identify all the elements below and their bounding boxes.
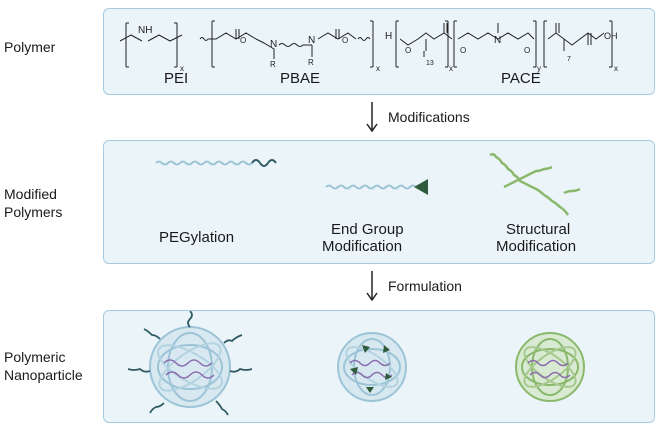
nanoparticle-panel xyxy=(103,310,655,423)
pei-nh-label: NH xyxy=(138,25,152,36)
pegylation-label: PEGylation xyxy=(159,229,235,246)
structural-nanoparticle xyxy=(515,332,585,402)
row-label-modified-line1: Modified xyxy=(4,186,57,202)
pbae-n-label-1: N xyxy=(270,39,277,50)
row-label-modified-line2: Polymers xyxy=(4,204,63,220)
structural-polymer xyxy=(489,153,581,216)
pace-o-label-2: O xyxy=(460,46,466,55)
end-group-polymer xyxy=(325,179,428,195)
pace-h-label: H xyxy=(385,31,392,42)
pace-o-label-3: O xyxy=(524,46,530,55)
row-label-nanoparticle-line1: Polymeric xyxy=(4,349,66,365)
pace-subscript-x-1: x xyxy=(449,64,453,73)
pace-n-label: N xyxy=(494,35,501,46)
pbae-subscript: x xyxy=(376,64,380,73)
pegylated-nanoparticle xyxy=(127,311,253,416)
pei-structure: NH x xyxy=(119,22,184,73)
pace-oh-label: OH xyxy=(604,31,618,41)
pace-structure: H O O N O 13 7 OH x y x xyxy=(385,20,618,73)
pbae-structure: O N N R R O x xyxy=(199,20,380,73)
modified-polymers-panel: PEGylation End Group Modification Struct… xyxy=(103,140,655,264)
pbae-label: PBAE xyxy=(280,70,321,87)
pbae-r-label-2: R xyxy=(308,58,314,67)
pegylation-polymer xyxy=(155,159,277,167)
modifications-arrow xyxy=(366,102,378,133)
polymer-panel: NH x O N N R R O x H xyxy=(103,8,655,95)
nanoparticle-graphics xyxy=(127,311,585,416)
pbae-o-label-1: O xyxy=(240,36,246,45)
pei-subscript: x xyxy=(180,64,184,73)
pace-subscript-x-2: x xyxy=(614,64,618,73)
end-group-label-line1: End Group xyxy=(331,221,404,238)
end-group-nanoparticle xyxy=(337,332,407,402)
polymer-structures: NH x O N N R R O x H xyxy=(119,20,618,73)
formulation-step-label: Formulation xyxy=(388,278,462,294)
pace-subscript-7: 7 xyxy=(567,56,571,63)
pace-o-label-1: O xyxy=(405,46,411,55)
pace-subscript-13: 13 xyxy=(426,60,434,67)
modifications-step-label: Modifications xyxy=(388,109,470,125)
pace-label: PACE xyxy=(501,70,541,87)
structural-label-line1: Structural xyxy=(506,221,571,238)
pace-subscript-y: y xyxy=(537,64,541,73)
pei-label: PEI xyxy=(164,70,189,87)
pbae-o-label-2: O xyxy=(342,36,348,45)
row-label-nanoparticle-line2: Nanoparticle xyxy=(4,367,83,383)
formulation-arrow xyxy=(366,271,378,302)
row-label-polymer: Polymer xyxy=(4,39,56,55)
end-group-label-line2: Modification xyxy=(322,238,403,255)
structural-label-line2: Modification xyxy=(496,238,577,255)
modified-polymers-graphics xyxy=(155,153,581,216)
pbae-r-label-1: R xyxy=(270,60,276,69)
pbae-n-label-2: N xyxy=(308,35,315,46)
